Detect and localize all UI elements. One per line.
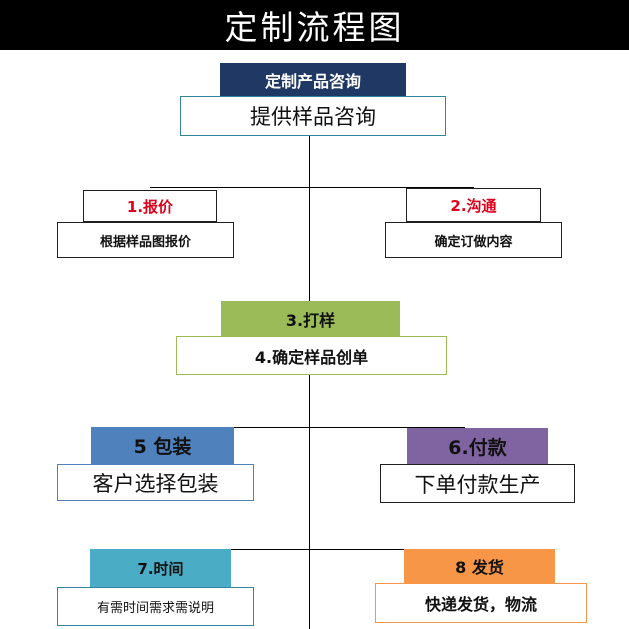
consult-header: 定制产品咨询	[220, 63, 406, 96]
step5-header: 5 包装	[91, 427, 234, 464]
step7-header: 7.时间	[90, 549, 231, 588]
step5-body: 客户选择包装	[57, 464, 254, 501]
main-trunk-line	[309, 135, 310, 629]
step6-body: 下单付款生产	[380, 464, 575, 503]
step1-header: 1.报价	[83, 190, 217, 222]
step6-header: 6.付款	[407, 428, 548, 464]
branch-line-7-8	[160, 549, 468, 550]
step2-header: 2.沟通	[406, 188, 541, 222]
step3-header: 3.打样	[221, 301, 400, 336]
consult-body: 提供样品咨询	[180, 96, 446, 136]
page-title: 定制流程图	[0, 0, 629, 50]
step8-header: 8 发货	[404, 549, 555, 583]
step8-body: 快递发货，物流	[375, 583, 587, 623]
step2-body: 确定订做内容	[385, 222, 562, 258]
step4-body: 4.确定样品创单	[176, 336, 447, 375]
branch-line-5-6	[163, 427, 465, 428]
branch-line-1-2	[150, 187, 474, 188]
step1-body: 根据样品图报价	[57, 222, 234, 258]
step7-body: 有需时间需求需说明	[57, 587, 254, 626]
